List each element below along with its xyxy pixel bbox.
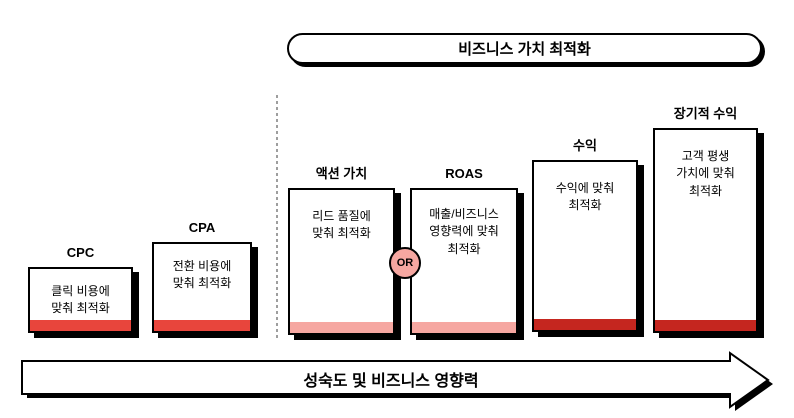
stage-cpc-color-strip bbox=[30, 320, 131, 331]
maturity-arrow: 성숙도 및 비즈니스 영향력 bbox=[0, 348, 794, 418]
stage-cpc-box: 클릭 비용에 맞춰 최적화 bbox=[28, 267, 133, 333]
stage-long-term-revenue-color-strip bbox=[655, 320, 756, 331]
maturity-arrow-shape bbox=[21, 351, 773, 411]
stage-cpa-title: CPA bbox=[188, 220, 216, 235]
stage-roas-title: ROAS bbox=[445, 166, 483, 181]
stage-roas-color-strip bbox=[412, 322, 516, 333]
stage-cpa-box: 전환 비용에 맞춰 최적화 bbox=[152, 242, 252, 333]
stage-revenue-color-strip bbox=[534, 319, 636, 330]
stage-revenue-description: 수익에 맞춰 최적화 bbox=[555, 181, 615, 213]
stage-revenue: 수익 수익에 맞춰 최적화 bbox=[532, 138, 638, 332]
or-badge-label: OR bbox=[396, 257, 414, 269]
stage-cpa-description: 전환 비용에 맞춰 최적화 bbox=[172, 259, 232, 291]
maturity-arrow-label: 성숙도 및 비즈니스 영향력 bbox=[303, 372, 479, 390]
stage-roas: ROAS 매출/비즈니스 영향력에 맞춰 최적화 bbox=[410, 166, 518, 335]
or-badge: OR bbox=[389, 247, 421, 279]
stage-roas-box: 매출/비즈니스 영향력에 맞춰 최적화 bbox=[410, 188, 518, 335]
stage-action-value: 액션 가치 리드 품질에 맞춰 최적화 bbox=[288, 166, 395, 335]
stage-action-value-color-strip bbox=[290, 322, 393, 333]
stage-long-term-revenue-description: 고객 평생 가치에 맞춰 최적화 bbox=[676, 149, 735, 198]
business-value-banner-label: 비즈니스 가치 최적화 bbox=[458, 41, 591, 58]
stage-roas-description: 매출/비즈니스 영향력에 맞춰 최적화 bbox=[429, 207, 499, 256]
stage-revenue-box: 수익에 맞춰 최적화 bbox=[532, 160, 638, 332]
stage-action-value-title: 액션 가치 bbox=[315, 166, 368, 181]
stage-cpa-color-strip bbox=[154, 320, 250, 331]
maturity-divider-line bbox=[276, 95, 278, 338]
stage-action-value-description: 리드 품질에 맞춰 최적화 bbox=[312, 209, 371, 241]
stage-cpc: CPC 클릭 비용에 맞춰 최적화 bbox=[28, 245, 133, 333]
stage-long-term-revenue-box: 고객 평생 가치에 맞춰 최적화 bbox=[653, 128, 758, 333]
stage-long-term-revenue-title: 장기적 수익 bbox=[673, 106, 738, 121]
stage-action-value-box: 리드 품질에 맞춰 최적화 bbox=[288, 188, 395, 335]
maturity-arrow-body bbox=[21, 351, 770, 409]
stage-revenue-title: 수익 bbox=[573, 138, 597, 153]
stage-cpa: CPA 전환 비용에 맞춰 최적화 bbox=[152, 220, 252, 333]
stage-cpc-title: CPC bbox=[66, 245, 95, 260]
stage-long-term-revenue: 장기적 수익 고객 평생 가치에 맞춰 최적화 bbox=[653, 106, 758, 333]
business-value-banner: 비즈니스 가치 최적화 bbox=[287, 33, 762, 64]
stage-cpc-description: 클릭 비용에 맞춰 최적화 bbox=[51, 284, 110, 316]
